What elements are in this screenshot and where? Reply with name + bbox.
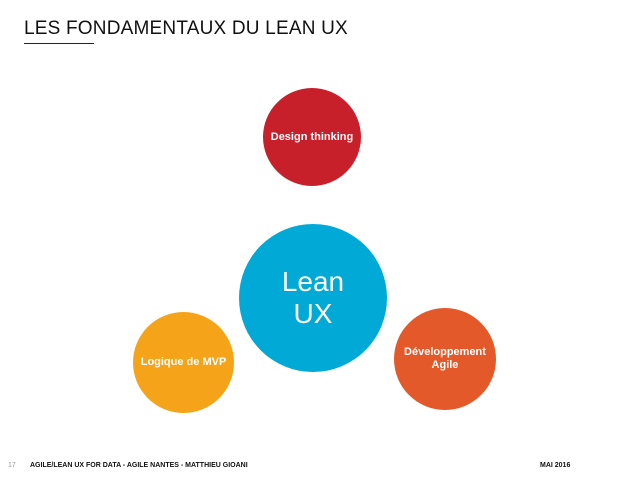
circle-lean-ux: Lean UX xyxy=(239,224,387,372)
circle-logique-mvp: Logique de MVP xyxy=(133,312,234,413)
footer-page-number: 17 xyxy=(8,462,16,469)
circle-design-thinking: Design thinking xyxy=(263,88,361,186)
footer-text: AGILE/LEAN UX FOR DATA - AGILE NANTES - … xyxy=(30,462,248,469)
slide-title: LES FONDAMENTAUX DU LEAN UX xyxy=(24,18,348,39)
footer-date: MAI 2016 xyxy=(540,462,571,469)
title-underline xyxy=(24,43,94,44)
circle-developpement-agile: Développement Agile xyxy=(394,308,496,410)
